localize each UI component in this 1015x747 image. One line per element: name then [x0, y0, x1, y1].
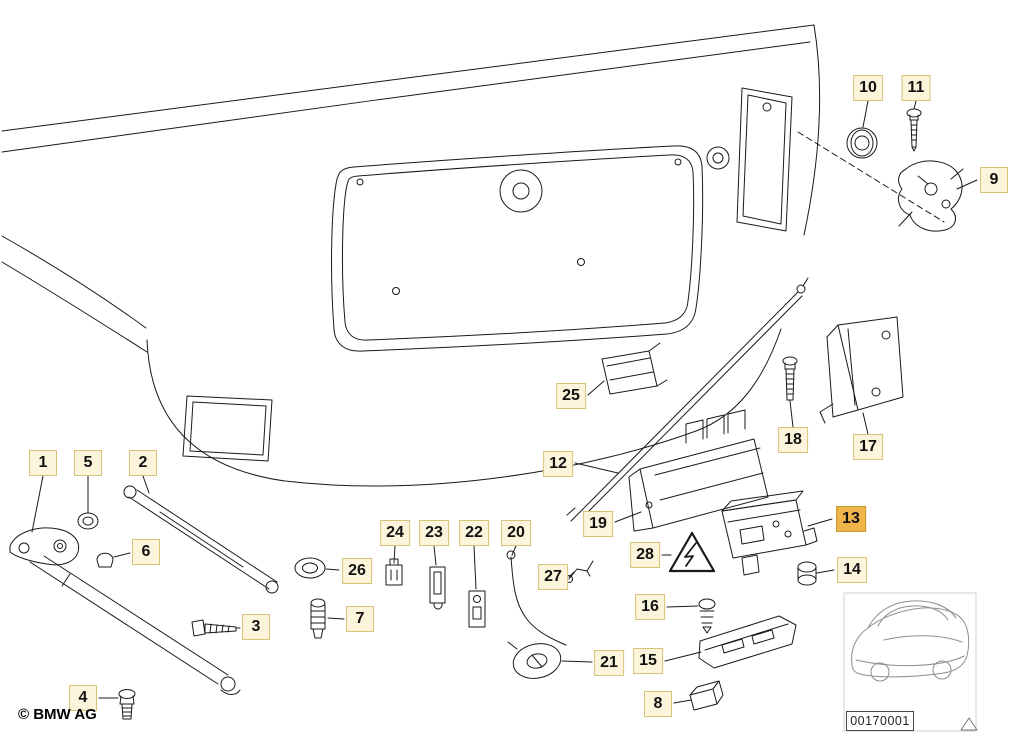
copyright-notice: © BMW AG: [18, 706, 97, 723]
callout-20[interactable]: 20: [501, 520, 531, 546]
part-21-lock-cylinder-art: [507, 641, 562, 679]
callout-4[interactable]: 4: [69, 685, 97, 711]
callout-9[interactable]: 9: [980, 167, 1008, 193]
callout-28[interactable]: 28: [630, 542, 660, 568]
callout-7[interactable]: 7: [346, 606, 374, 632]
callout-5[interactable]: 5: [74, 450, 102, 476]
part-27-lever-art: [565, 560, 594, 583]
part-18-screw-art: [782, 356, 798, 401]
part-5-bushing-art: [77, 512, 99, 530]
part-25-bracket-art: [601, 342, 668, 395]
part-20-rod-art: [506, 550, 567, 646]
callout-13[interactable]: 13: [836, 506, 866, 532]
callout-22[interactable]: 22: [459, 520, 489, 546]
callout-3[interactable]: 3: [242, 614, 270, 640]
part-1-hinge-art: [9, 527, 241, 695]
part-14-bushing-art: [797, 561, 817, 586]
callout-10[interactable]: 10: [853, 75, 883, 101]
callout-6[interactable]: 6: [132, 539, 160, 565]
part-15-bracket-art: [698, 615, 797, 669]
part-2-strut-art: [123, 485, 279, 594]
callout-11[interactable]: 11: [901, 75, 931, 101]
part-17-bracket-art: [819, 316, 904, 424]
part-16-plug-art: [698, 598, 716, 634]
leader-lines: [31, 100, 978, 704]
callout-24[interactable]: 24: [380, 520, 410, 546]
callout-27[interactable]: 27: [538, 564, 568, 590]
part-11-screw-art: [906, 108, 922, 152]
callout-23[interactable]: 23: [419, 520, 449, 546]
part-28-warning-triangle-art: [668, 531, 716, 573]
callout-14[interactable]: 14: [837, 557, 867, 583]
part-4-screw-art: [118, 689, 136, 720]
part-8-block-art: [689, 680, 724, 711]
part-26-gasket-art: [294, 557, 326, 579]
part-12-rod-art: [566, 277, 809, 522]
trunk-lid-art: [1, 24, 945, 487]
callout-26[interactable]: 26: [342, 558, 372, 584]
callout-17[interactable]: 17: [853, 434, 883, 460]
callout-8[interactable]: 8: [644, 691, 672, 717]
part-22-bracket-art: [468, 590, 486, 628]
part-10-grommet-art: [846, 127, 878, 159]
callout-16[interactable]: 16: [635, 594, 665, 620]
callout-19[interactable]: 19: [583, 511, 613, 537]
part-19-latch-plate-art: [628, 409, 769, 532]
callout-12[interactable]: 12: [543, 451, 573, 477]
callout-15[interactable]: 15: [633, 648, 663, 674]
part-7-switch-art: [310, 598, 326, 639]
part-6-buffer-art: [96, 552, 114, 568]
part-23-clip-art: [429, 566, 446, 610]
callout-1[interactable]: 1: [29, 450, 57, 476]
part-3-bolt-art: [191, 619, 237, 637]
callout-18[interactable]: 18: [778, 427, 808, 453]
part-9-lock-art: [898, 160, 964, 232]
callout-2[interactable]: 2: [129, 450, 157, 476]
car-thumbnail: [843, 592, 978, 732]
callout-21[interactable]: 21: [594, 650, 624, 676]
callout-25[interactable]: 25: [556, 383, 586, 409]
drawing-number: 00170001: [846, 711, 914, 731]
part-13-actuator-art: [721, 490, 818, 576]
